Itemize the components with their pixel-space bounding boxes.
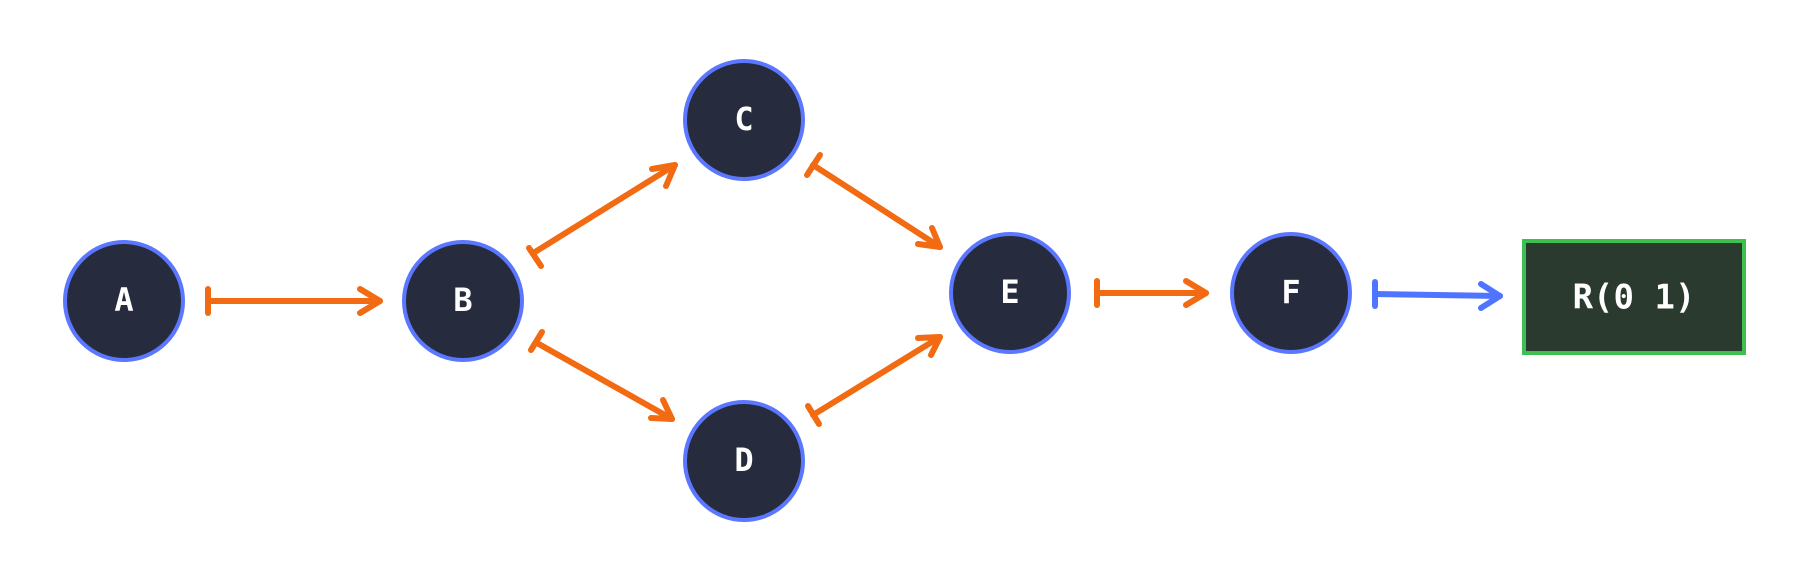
node-c: C [683, 59, 805, 181]
edge-b-c [526, 162, 678, 269]
edge-c-e [804, 152, 943, 250]
node-a: A [63, 240, 185, 362]
edge-b-d [528, 329, 675, 422]
node-d-label: D [734, 441, 753, 479]
edge-e-f [1094, 278, 1209, 308]
result-box: R(0 1) [1522, 239, 1746, 355]
node-f-label: F [1281, 273, 1300, 311]
node-c-label: C [734, 100, 753, 138]
node-b-label: B [453, 281, 472, 319]
edges [205, 152, 1503, 427]
node-a-label: A [114, 281, 133, 319]
result-label: R(0 1) [1573, 278, 1696, 318]
node-d: D [683, 400, 805, 522]
edge-f-result [1372, 279, 1503, 311]
node-b: B [402, 240, 524, 362]
node-f: F [1230, 232, 1352, 354]
edge-d-e [805, 334, 943, 427]
node-e-label: E [1000, 273, 1019, 311]
node-e: E [949, 232, 1071, 354]
edge-a-b [205, 286, 383, 316]
